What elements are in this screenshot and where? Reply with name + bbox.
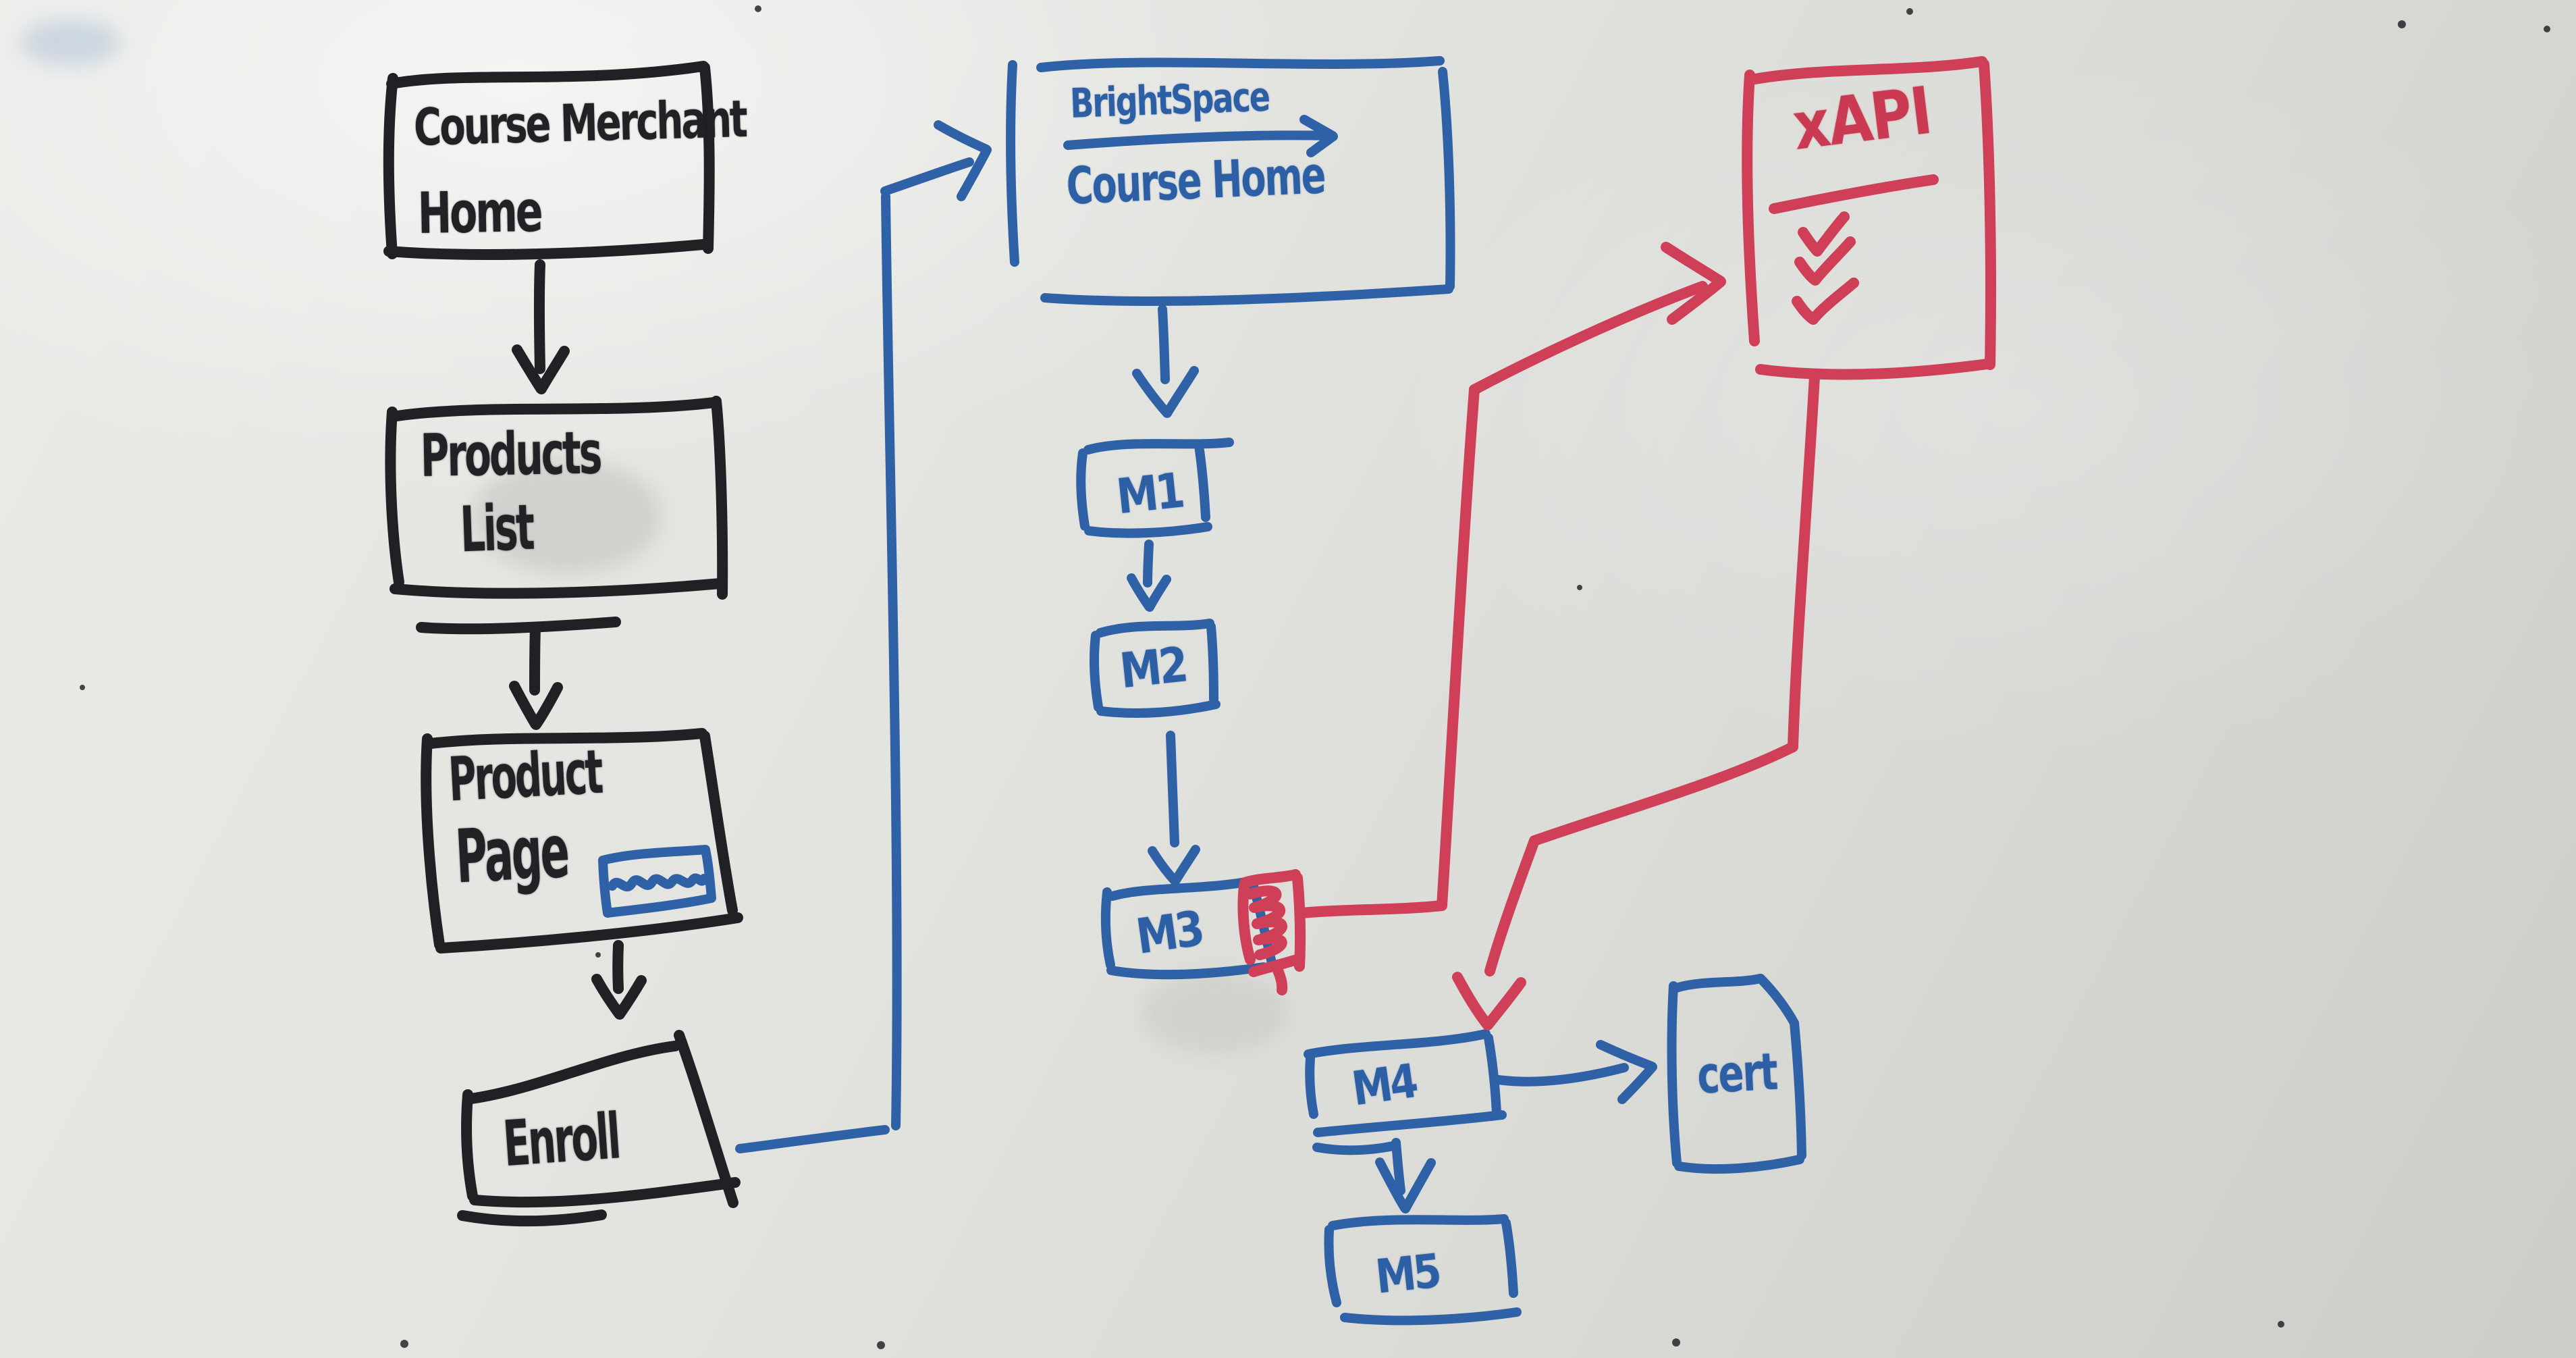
dust-speck bbox=[1672, 1338, 1680, 1347]
connector-enroll-to-brightspace bbox=[735, 120, 992, 1153]
m3-label: M3 bbox=[1133, 899, 1206, 966]
arrow-productpage-to-enroll bbox=[591, 940, 647, 1020]
cert-label: cert bbox=[1696, 1042, 1778, 1106]
dust-speck bbox=[755, 5, 761, 12]
eraser-smudge bbox=[1141, 972, 1289, 1053]
products-list-label-line2: List bbox=[459, 490, 534, 567]
m5-box bbox=[1324, 1214, 1522, 1326]
cert-document-box bbox=[1667, 974, 1806, 1174]
xapi-checkmarks bbox=[1792, 211, 1859, 325]
products-list-box bbox=[385, 396, 728, 635]
arrow-m1-to-m2 bbox=[1127, 540, 1171, 612]
arrow-m3-to-xapi bbox=[1297, 242, 1726, 918]
xapi-box bbox=[1742, 56, 1996, 380]
m2-box bbox=[1089, 619, 1220, 719]
course-merchant-home-label-line1: Course Merchant bbox=[413, 90, 747, 158]
m2-label: M2 bbox=[1117, 635, 1189, 700]
arrow-m4-to-cert bbox=[1493, 1040, 1657, 1104]
dust-speck bbox=[80, 685, 85, 690]
buy-button-scribble bbox=[598, 845, 716, 918]
arrow-products-to-productpage bbox=[509, 623, 563, 730]
dust-speck bbox=[1577, 585, 1582, 590]
brightspace-label-line1: BrightSpace bbox=[1069, 72, 1270, 128]
product-page-label-line1: Product bbox=[447, 737, 603, 816]
dust-speck bbox=[877, 1341, 885, 1349]
arrow-xapi-to-m4 bbox=[1452, 371, 1820, 1030]
arrow-cmh-to-products bbox=[512, 259, 570, 394]
arrow-m4-to-m5 bbox=[1375, 1138, 1436, 1213]
brightspace-label-line2: Course Home bbox=[1065, 145, 1326, 217]
m4-box bbox=[1304, 1029, 1507, 1155]
products-list-label-line1: Products bbox=[420, 418, 601, 490]
m3-tracker-scribble-box bbox=[1237, 869, 1306, 995]
eraser-smudge bbox=[473, 459, 662, 574]
dust-speck bbox=[2398, 20, 2406, 28]
product-page-label-line2: Page bbox=[454, 810, 570, 901]
dust-speck bbox=[595, 952, 601, 958]
course-merchant-home-box bbox=[383, 61, 715, 260]
dust-speck bbox=[1906, 8, 1913, 15]
dust-speck bbox=[2544, 26, 2550, 32]
dust-speck bbox=[400, 1340, 408, 1348]
arrow-brightspace-to-m1 bbox=[1132, 305, 1199, 418]
m1-label: M1 bbox=[1114, 461, 1185, 525]
enroll-box bbox=[457, 1030, 741, 1227]
m5-label: M5 bbox=[1373, 1244, 1442, 1305]
m1-box bbox=[1076, 438, 1234, 538]
course-merchant-home-label-line2: Home bbox=[417, 178, 542, 247]
blue-smudge bbox=[20, 19, 122, 66]
brightspace-box bbox=[1006, 56, 1455, 306]
dust-speck bbox=[2278, 1321, 2284, 1328]
arrow-m2-to-m3 bbox=[1148, 731, 1200, 886]
enroll-label: Enroll bbox=[501, 1099, 622, 1181]
product-page-box bbox=[421, 728, 743, 954]
m4-label: M4 bbox=[1349, 1053, 1419, 1117]
